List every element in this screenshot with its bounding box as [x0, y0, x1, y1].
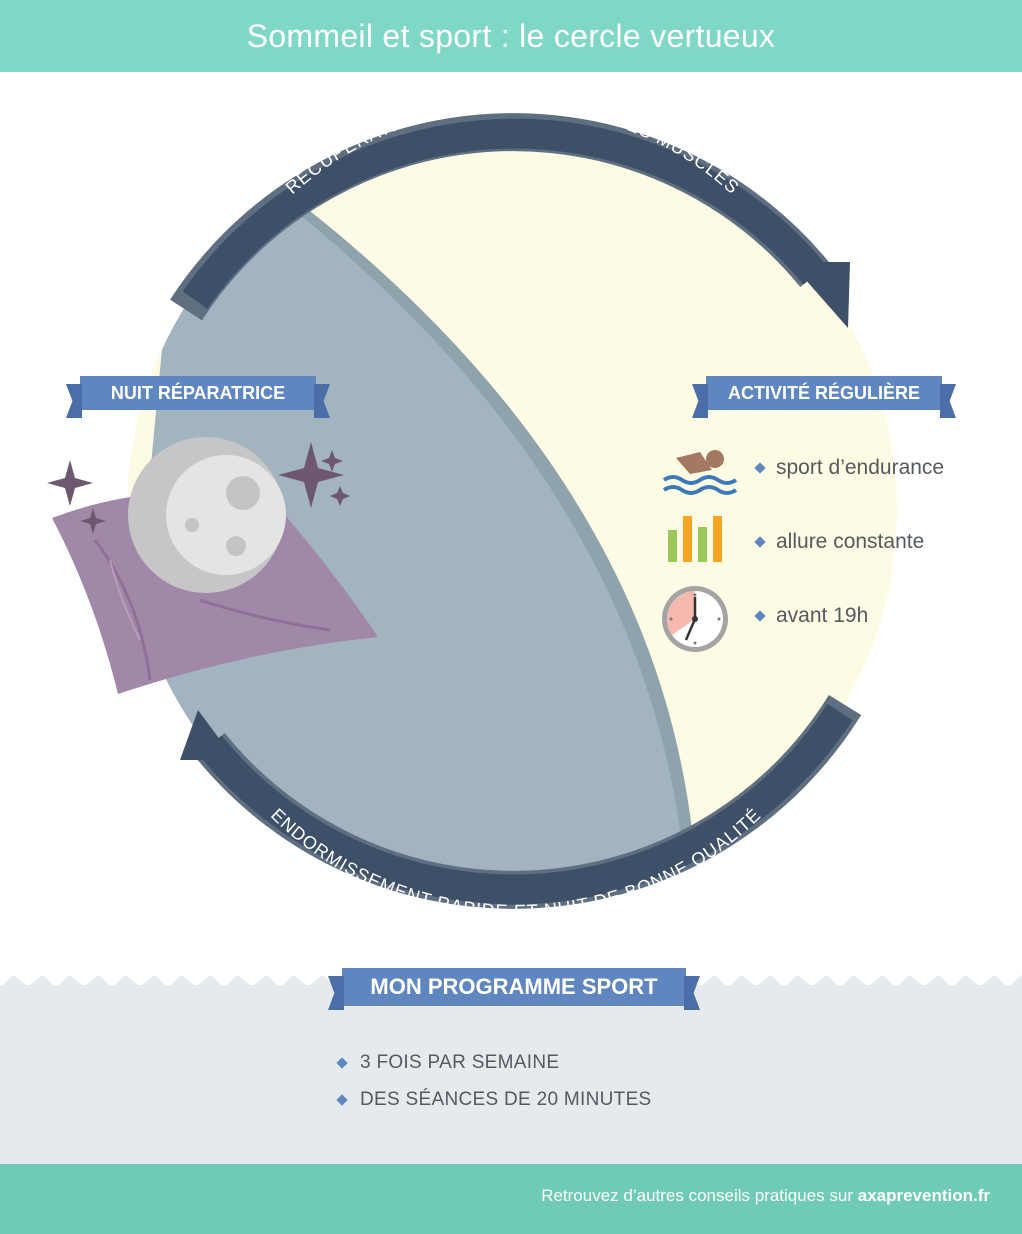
star-icon: [330, 486, 350, 506]
sparkle-stars: [47, 442, 350, 534]
header-banner: Sommeil et sport : le cercle vertueux: [0, 0, 1022, 72]
footer-message: Retrouvez d’autres conseils pratiques su…: [541, 1186, 858, 1205]
program-title: MON PROGRAMME SPORT: [370, 974, 658, 999]
night-label-ribbon: NUIT RÉPARATRICE: [80, 376, 316, 410]
cycle-illustration: RÉCUPÉRATION ET RELÂCHEMENT DES MUSCLES …: [47, 113, 897, 909]
activity-item-text: allure constante: [776, 530, 925, 553]
activity-item-text: avant 19h: [776, 604, 869, 627]
bullet-icon: [754, 610, 766, 622]
program-title-ribbon: MON PROGRAMME SPORT: [342, 968, 686, 1006]
program-item: 3 FOIS PAR SEMAINE: [336, 1052, 560, 1074]
activity-item-text: sport d’endurance: [776, 456, 945, 479]
program-panel: [0, 985, 1022, 1165]
activity-label-ribbon: ACTIVITÉ RÉGULIÈRE: [706, 376, 942, 410]
bottom-cycle-arrow: [180, 694, 862, 909]
bullet-icon: [754, 536, 766, 548]
bullet-icon: [336, 1094, 348, 1106]
footer-banner: Retrouvez d’autres conseils pratiques su…: [0, 1164, 1022, 1234]
program-item: DES SÉANCES DE 20 MINUTES: [336, 1089, 652, 1111]
star-icon: [278, 442, 344, 508]
bar-chart-icon: [668, 516, 722, 562]
activity-item: avant 19h: [754, 604, 869, 628]
star-icon: [47, 460, 93, 506]
star-icon: [321, 450, 343, 472]
bullet-icon: [754, 462, 766, 474]
program-item-text: 3 FOIS PAR SEMAINE: [360, 1052, 560, 1073]
program-item-text: DES SÉANCES DE 20 MINUTES: [360, 1089, 652, 1110]
activity-item: sport d’endurance: [754, 456, 945, 480]
footer-text: Retrouvez d’autres conseils pratiques su…: [541, 1186, 990, 1206]
activity-label: ACTIVITÉ RÉGULIÈRE: [727, 382, 920, 403]
star-icon: [80, 508, 106, 534]
moon-icon: [128, 437, 286, 593]
footer-link[interactable]: axaprevention.fr: [857, 1186, 990, 1205]
night-label: NUIT RÉPARATRICE: [110, 382, 286, 403]
page-title: Sommeil et sport : le cercle vertueux: [246, 17, 776, 54]
bullet-icon: [336, 1057, 348, 1069]
activity-item: allure constante: [754, 530, 925, 554]
swimmer-icon: [662, 450, 738, 495]
clock-icon: [662, 586, 728, 652]
top-cycle-arrow: [170, 113, 850, 328]
